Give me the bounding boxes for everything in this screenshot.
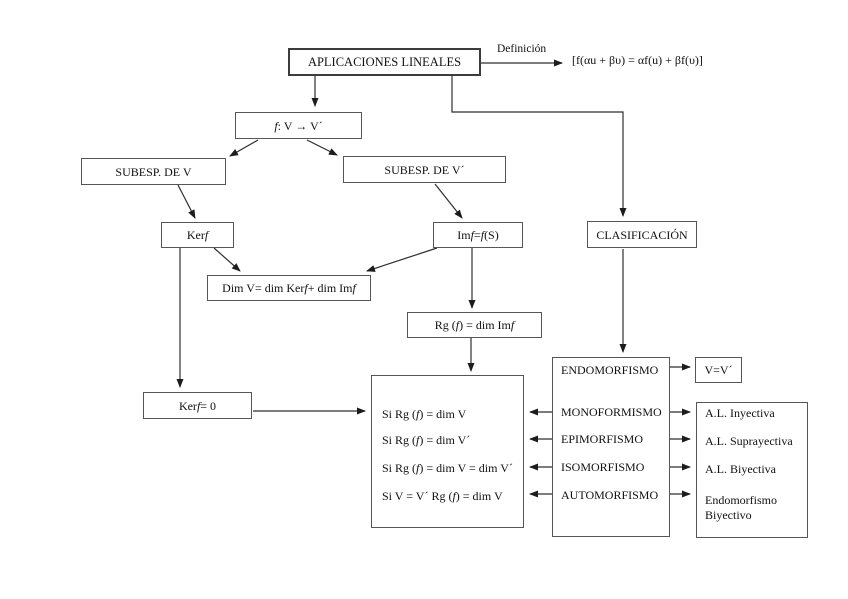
result-inyectiva: A.L. Inyectiva xyxy=(705,406,775,420)
result-biyectiva: A.L. Biyectiva xyxy=(705,462,776,476)
condition-row-1: Si Rg (f) = dim V xyxy=(382,407,467,421)
subesp-v-box: SUBESP. DE V xyxy=(81,158,226,185)
ker-f-box: Ker f xyxy=(161,222,234,248)
im-f-box: Im f =f (S) xyxy=(433,222,523,248)
ker-f-zero-box: Ker f = 0 xyxy=(143,392,252,419)
condition-row-4: Si V = V´ Rg (f) = dim V xyxy=(382,489,503,503)
morphism-automorfismo: AUTOMORFISMO xyxy=(561,488,659,502)
subesp-v-prime-box: SUBESP. DE V´ xyxy=(343,156,506,183)
morphism-isomorfismo: ISOMORFISMO xyxy=(561,460,645,474)
result-endomorfismo-biyectivo: Endomorfismo Biyectivo xyxy=(705,493,777,522)
condition-row-2: Si Rg (f) = dim V´ xyxy=(382,433,471,447)
dim-formula-box: Dim V= dim Ker f + dim Im f xyxy=(207,275,371,301)
v-equals-v-prime-box: V=V´ xyxy=(695,357,742,383)
linearity-formula: [f(αu + βυ) = αf(u) + βf(υ)] xyxy=(572,53,703,67)
morphisms-box: ENDOMORFISMO MONOFORMISMO EPIMORFISMO IS… xyxy=(552,357,670,537)
results-box: A.L. Inyectiva A.L. Suprayectiva A.L. Bi… xyxy=(696,402,808,538)
morphism-endomorfismo: ENDOMORFISMO xyxy=(561,363,659,377)
rango-box: Rg (f) = dim Im f xyxy=(407,312,542,338)
condition-row-3: Si Rg (f) = dim V = dim V´ xyxy=(382,461,513,475)
result-suprayectiva: A.L. Suprayectiva xyxy=(705,434,793,448)
definicion-label: Definición xyxy=(497,43,547,55)
morphism-epimorfismo: EPIMORFISMO xyxy=(561,432,644,446)
conditions-box: Si Rg (f) = dim V Si Rg (f) = dim V´ Si … xyxy=(371,375,524,528)
clasificacion-box: CLASIFICACIÓN xyxy=(587,221,697,248)
morphism-monoformismo: MONOFORMISMO xyxy=(561,405,662,419)
aplicaciones-lineales-box: APLICACIONES LINEALES xyxy=(288,48,481,76)
f-map-box: f : V → V´ xyxy=(235,112,362,139)
